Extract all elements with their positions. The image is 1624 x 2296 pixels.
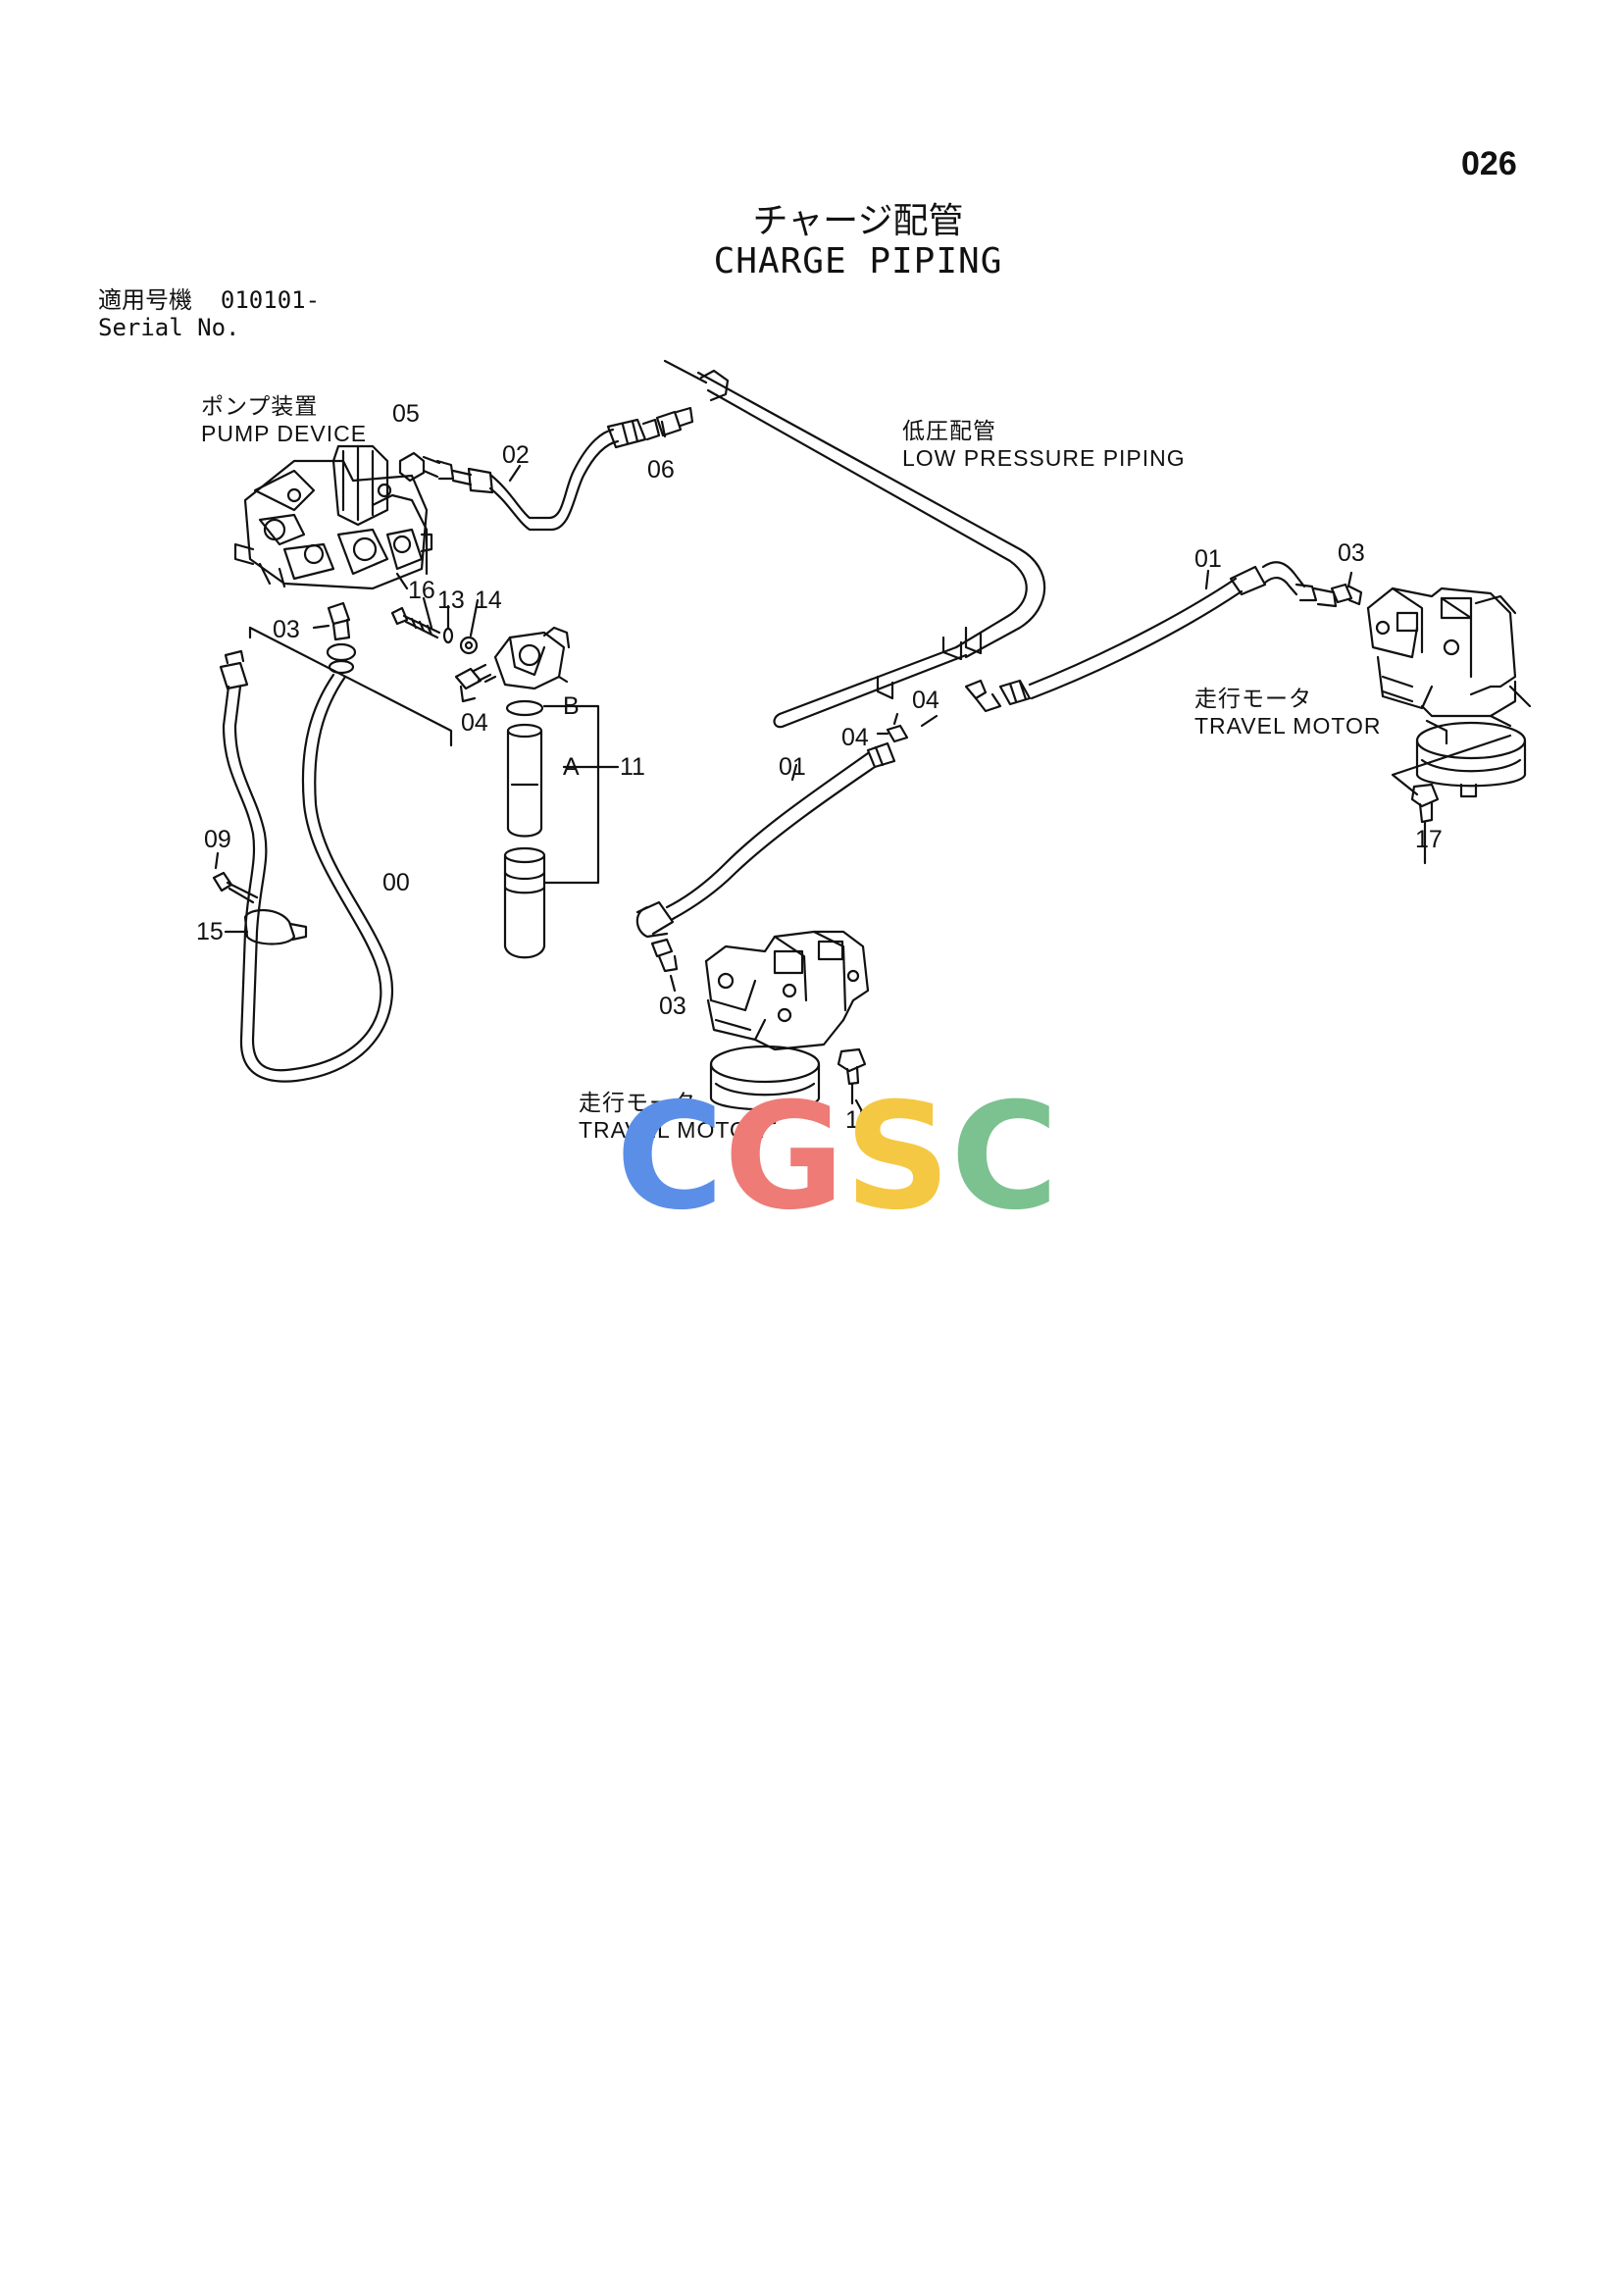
title-english: CHARGE PIPING <box>713 241 1003 281</box>
fitting-04-filter-drawing <box>454 663 492 703</box>
part-number-04-lower: 04 <box>841 724 869 751</box>
low-pressure-label: 低圧配管 LOW PRESSURE PIPING <box>902 417 1186 472</box>
part-number-B: B <box>563 692 580 720</box>
part-number-17-lower: 17 <box>845 1106 873 1134</box>
hose-01-lower-drawing <box>635 712 909 973</box>
travel-motor-right-drawing <box>1366 587 1532 798</box>
part-number-01-lower: 01 <box>779 753 806 781</box>
travel-motor-lower-label: 走行モータ TRAVEL MOTOR <box>579 1089 766 1144</box>
low-pressure-label-en: LOW PRESSURE PIPING <box>902 445 1186 471</box>
low-pressure-label-jp: 低圧配管 <box>902 418 996 443</box>
part-number-13: 13 <box>437 587 465 614</box>
serial-label-en: Serial No. <box>98 314 240 341</box>
bolt-16-drawing <box>390 596 480 655</box>
part-number-05: 05 <box>392 400 420 428</box>
part-number-03-pump: 03 <box>273 616 300 643</box>
pump-device-label-en: PUMP DEVICE <box>201 421 368 446</box>
travel-motor-lower-label-jp: 走行モータ <box>579 1090 696 1115</box>
part-number-14: 14 <box>475 587 502 614</box>
plug-17-right-drawing <box>1391 734 1512 865</box>
travel-motor-lower-label-en: TRAVEL MOTOR <box>579 1117 766 1143</box>
watermark-letter-4: C <box>950 1072 1058 1243</box>
watermark-letter-3: S <box>844 1072 950 1243</box>
part-number-17-right: 17 <box>1415 826 1443 853</box>
title-japanese: チャージ配管 <box>752 201 964 241</box>
watermark-letter-1: C <box>616 1072 724 1243</box>
part-number-04-upper: 04 <box>912 687 939 714</box>
leader-lines <box>508 420 1353 1115</box>
travel-motor-right-label-en: TRAVEL MOTOR <box>1194 713 1382 739</box>
hose-02-drawing <box>398 406 694 532</box>
watermark-letter-2: G <box>724 1072 844 1243</box>
travel-motor-lower-drawing <box>704 930 870 1125</box>
page-number: 026 <box>1461 145 1517 182</box>
pump-device-label: ポンプ装置 PUMP DEVICE <box>201 392 367 447</box>
pump-device-label-jp: ポンプ装置 <box>201 393 319 419</box>
serial-block: 適用号機 010101- Serial No. <box>98 286 320 341</box>
part-number-00: 00 <box>382 869 410 896</box>
hose-00-drawing <box>212 601 453 1083</box>
part-number-04-filter: 04 <box>461 709 488 737</box>
low-pressure-piping-drawing <box>663 359 1046 729</box>
part-number-03-right: 03 <box>1338 539 1365 567</box>
part-number-A: A <box>563 753 580 781</box>
filter-assembly-drawing <box>483 626 620 959</box>
plug-17-lower-drawing <box>837 1047 867 1105</box>
part-number-11: 11 <box>620 753 645 781</box>
serial-label-jp: 適用号機 <box>98 286 192 314</box>
pump-device-drawing <box>233 444 433 590</box>
part-number-02: 02 <box>502 441 530 469</box>
part-number-03-lower: 03 <box>659 993 686 1020</box>
serial-value: 010101- <box>220 286 321 314</box>
part-number-15: 15 <box>196 918 224 945</box>
hose-01-upper-drawing <box>964 561 1338 713</box>
cgsc-watermark: CGSC <box>616 1084 1058 1231</box>
part-number-06: 06 <box>647 456 675 484</box>
part-number-09: 09 <box>204 826 231 853</box>
travel-motor-right-label: 走行モータ TRAVEL MOTOR <box>1194 685 1382 740</box>
travel-motor-right-label-jp: 走行モータ <box>1194 686 1312 711</box>
fitting-03-right-drawing <box>1330 583 1363 606</box>
part-number-16: 16 <box>408 577 435 604</box>
part-number-01-upper: 01 <box>1194 545 1222 573</box>
